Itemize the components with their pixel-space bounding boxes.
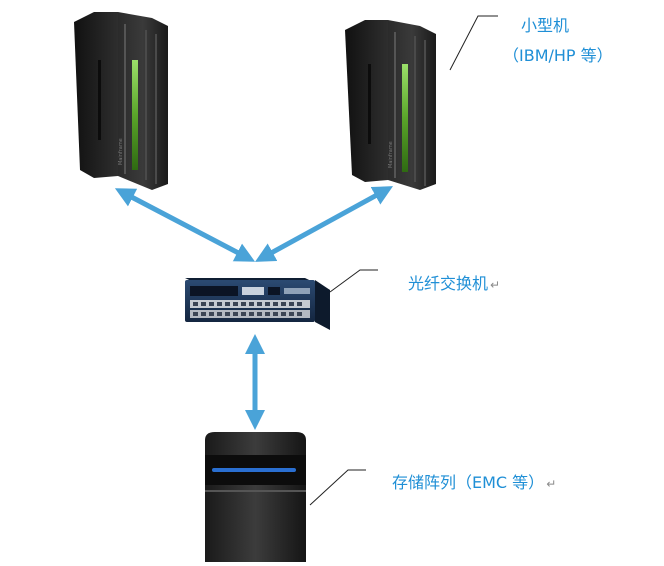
storage-leader-line bbox=[309, 469, 366, 506]
return-mark-icon: ↵ bbox=[490, 278, 501, 292]
fiber-switch-leader-line bbox=[329, 269, 378, 293]
server-icon: Mainframe bbox=[345, 20, 436, 190]
arrow-icon bbox=[114, 188, 256, 262]
fiber-switch-icon bbox=[185, 278, 330, 330]
storage-array-label-text: 存储阵列（EMC 等） bbox=[392, 473, 545, 492]
minicomputer-label-line1: 小型机 bbox=[521, 16, 570, 35]
fiber-switch-label-text: 光纤交换机 bbox=[408, 274, 489, 293]
fiber-switch-label: 光纤交换机↵ bbox=[408, 274, 500, 295]
minicomputer-label-2: （IBM/HP 等） bbox=[503, 46, 613, 66]
storage-array-label: 存储阵列（EMC 等）↵ bbox=[392, 473, 556, 494]
server-brand-text: Mainframe bbox=[118, 138, 124, 165]
minicomputer-leader-line bbox=[449, 15, 498, 71]
minicomputer-label: 小型机 bbox=[521, 16, 569, 36]
minicomputer-label-line2: （IBM/HP 等） bbox=[503, 46, 613, 65]
return-mark-icon: ↵ bbox=[546, 477, 557, 491]
server-icon: Mainframe bbox=[74, 12, 168, 190]
storage-array-icon bbox=[205, 432, 306, 562]
arrow-icon bbox=[254, 186, 394, 262]
server-brand-text: Mainframe bbox=[388, 141, 394, 168]
